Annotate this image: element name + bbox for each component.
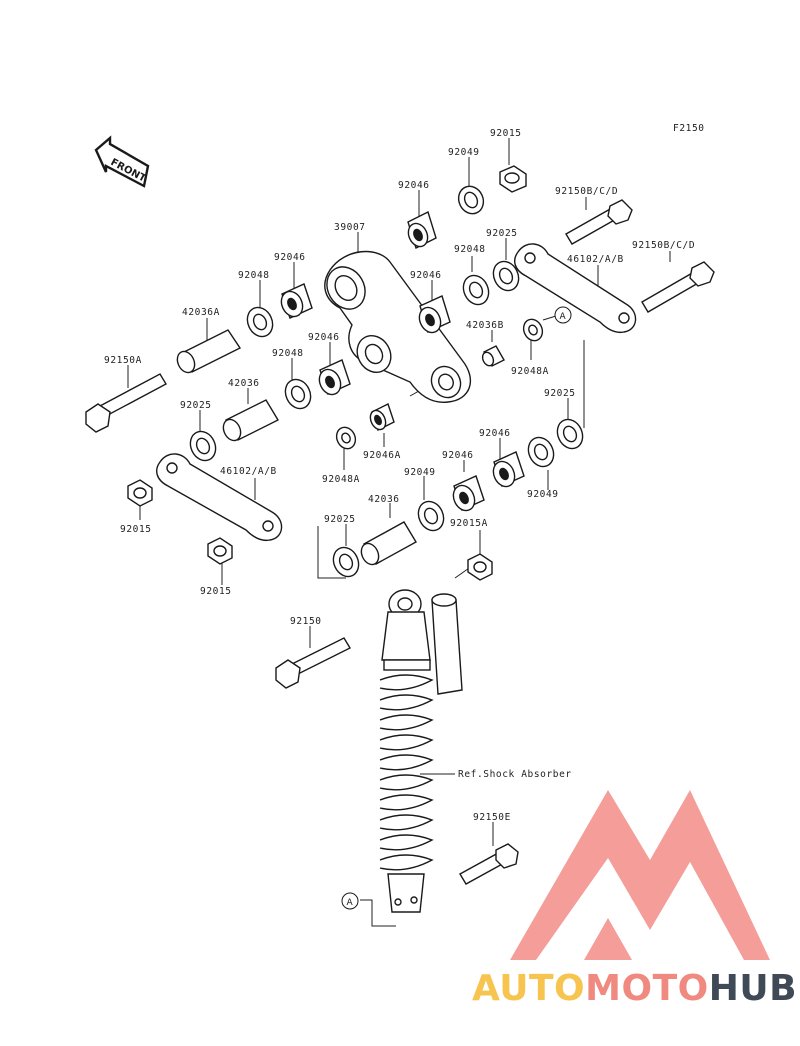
part-label: 92046 bbox=[398, 180, 430, 191]
part-labels: 92015 92049 92046 39007 92150B/C/D 92025… bbox=[104, 128, 695, 823]
part-label: 92015A bbox=[450, 518, 488, 529]
callout-a-bottom: A bbox=[341, 892, 359, 910]
part-label: 92150B/C/D bbox=[632, 240, 695, 251]
part-label: 42036A bbox=[182, 307, 220, 318]
washer-92049-right bbox=[527, 436, 555, 468]
bearing-92046-mid bbox=[418, 295, 451, 334]
svg-text:A: A bbox=[347, 898, 354, 908]
part-label: 92046A bbox=[363, 450, 401, 461]
washer-92048a-right bbox=[522, 318, 544, 342]
part-label: 92046 bbox=[410, 270, 442, 281]
nut-92015-left bbox=[127, 479, 153, 507]
part-label: 46102/A/B bbox=[567, 254, 624, 265]
part-label: 92046 bbox=[479, 428, 511, 439]
part-label: 46102/A/B bbox=[220, 466, 277, 477]
part-label: 92150B/C/D bbox=[555, 186, 618, 197]
washer-92048-right bbox=[462, 274, 490, 306]
part-label: 92046 bbox=[442, 450, 474, 461]
ref-shock-absorber-label: Ref.Shock Absorber bbox=[458, 769, 572, 780]
washer-92025-left bbox=[189, 430, 217, 462]
part-label: 42036 bbox=[228, 378, 260, 389]
part-label: 92025 bbox=[544, 388, 576, 399]
part-label: 92048 bbox=[272, 348, 304, 359]
bolt-92150 bbox=[275, 637, 351, 689]
bearing-92046-right bbox=[492, 451, 525, 488]
collar-42036b bbox=[481, 345, 505, 367]
washer-92049-lower bbox=[417, 500, 445, 532]
parts-drawings: A bbox=[85, 165, 715, 913]
front-arrow-icon: FRONT bbox=[94, 135, 150, 188]
washer-92025-rightmid bbox=[556, 418, 584, 450]
part-label: 92049 bbox=[404, 467, 436, 478]
bearing-92046-a bbox=[407, 211, 437, 249]
shock-absorber bbox=[379, 589, 463, 913]
part-label: 42036 bbox=[368, 494, 400, 505]
collar-42036a bbox=[176, 329, 242, 374]
washer-92048a-left bbox=[335, 426, 357, 450]
link-46102-lower bbox=[156, 453, 283, 542]
rocker-arm-39007 bbox=[324, 250, 472, 403]
svg-text:AUTOMOTOHUB: AUTOMOTOHUB bbox=[472, 968, 797, 1009]
automotohub-watermark: AUTOMOTOHUB bbox=[472, 790, 797, 1009]
watermark-auto: AUTO bbox=[472, 968, 585, 1009]
part-label: 92150E bbox=[473, 812, 511, 823]
bolt-92150e bbox=[459, 843, 519, 885]
part-label: 92015 bbox=[490, 128, 522, 139]
bearing-92046-midleft bbox=[318, 359, 351, 396]
bolt-92150a bbox=[85, 373, 167, 433]
part-label: 92150 bbox=[290, 616, 322, 627]
washer-92049-top bbox=[457, 185, 485, 215]
figure-code: F2150 bbox=[673, 123, 705, 134]
link-46102-top bbox=[514, 243, 637, 334]
nut-92015-top bbox=[499, 165, 527, 193]
bearing-92046a bbox=[369, 403, 395, 431]
part-label: 92025 bbox=[486, 228, 518, 239]
nut-92015-bottom bbox=[207, 537, 233, 565]
washer-92048-left bbox=[246, 306, 274, 338]
svg-text:A: A bbox=[560, 312, 567, 322]
callout-a-top: A bbox=[554, 306, 572, 324]
part-label: 92046 bbox=[308, 332, 340, 343]
part-label: 92048A bbox=[511, 366, 549, 377]
part-label: 92015 bbox=[200, 586, 232, 597]
nut-92015a bbox=[467, 553, 493, 581]
collar-42036-mid bbox=[222, 399, 279, 442]
washer-92048-mid bbox=[284, 378, 312, 410]
part-label: 92150A bbox=[104, 355, 142, 366]
part-label: 92025 bbox=[180, 400, 212, 411]
part-label: 92049 bbox=[448, 147, 480, 158]
part-label: 92046 bbox=[274, 252, 306, 263]
washer-92025-right-top bbox=[492, 260, 520, 292]
collar-42036-lower bbox=[360, 521, 417, 566]
part-label: 92025 bbox=[324, 514, 356, 525]
part-label: 92049 bbox=[527, 489, 559, 500]
bearing-92046-left bbox=[280, 283, 313, 319]
watermark-hub: HUB bbox=[709, 968, 797, 1009]
bearing-92046-lower bbox=[452, 475, 485, 512]
washer-92025-lower bbox=[332, 546, 360, 578]
bolt-92150bcd-right bbox=[641, 261, 715, 313]
part-label: 39007 bbox=[334, 222, 366, 233]
part-label: 92048 bbox=[454, 244, 486, 255]
watermark-logo-icon bbox=[510, 790, 770, 960]
part-label: 92015 bbox=[120, 524, 152, 535]
part-label: 92048A bbox=[322, 474, 360, 485]
part-label: 42036B bbox=[466, 320, 504, 331]
watermark-moto: MOTO bbox=[585, 968, 709, 1009]
part-label: 92048 bbox=[238, 270, 270, 281]
bolt-92150bcd-top bbox=[565, 199, 633, 245]
